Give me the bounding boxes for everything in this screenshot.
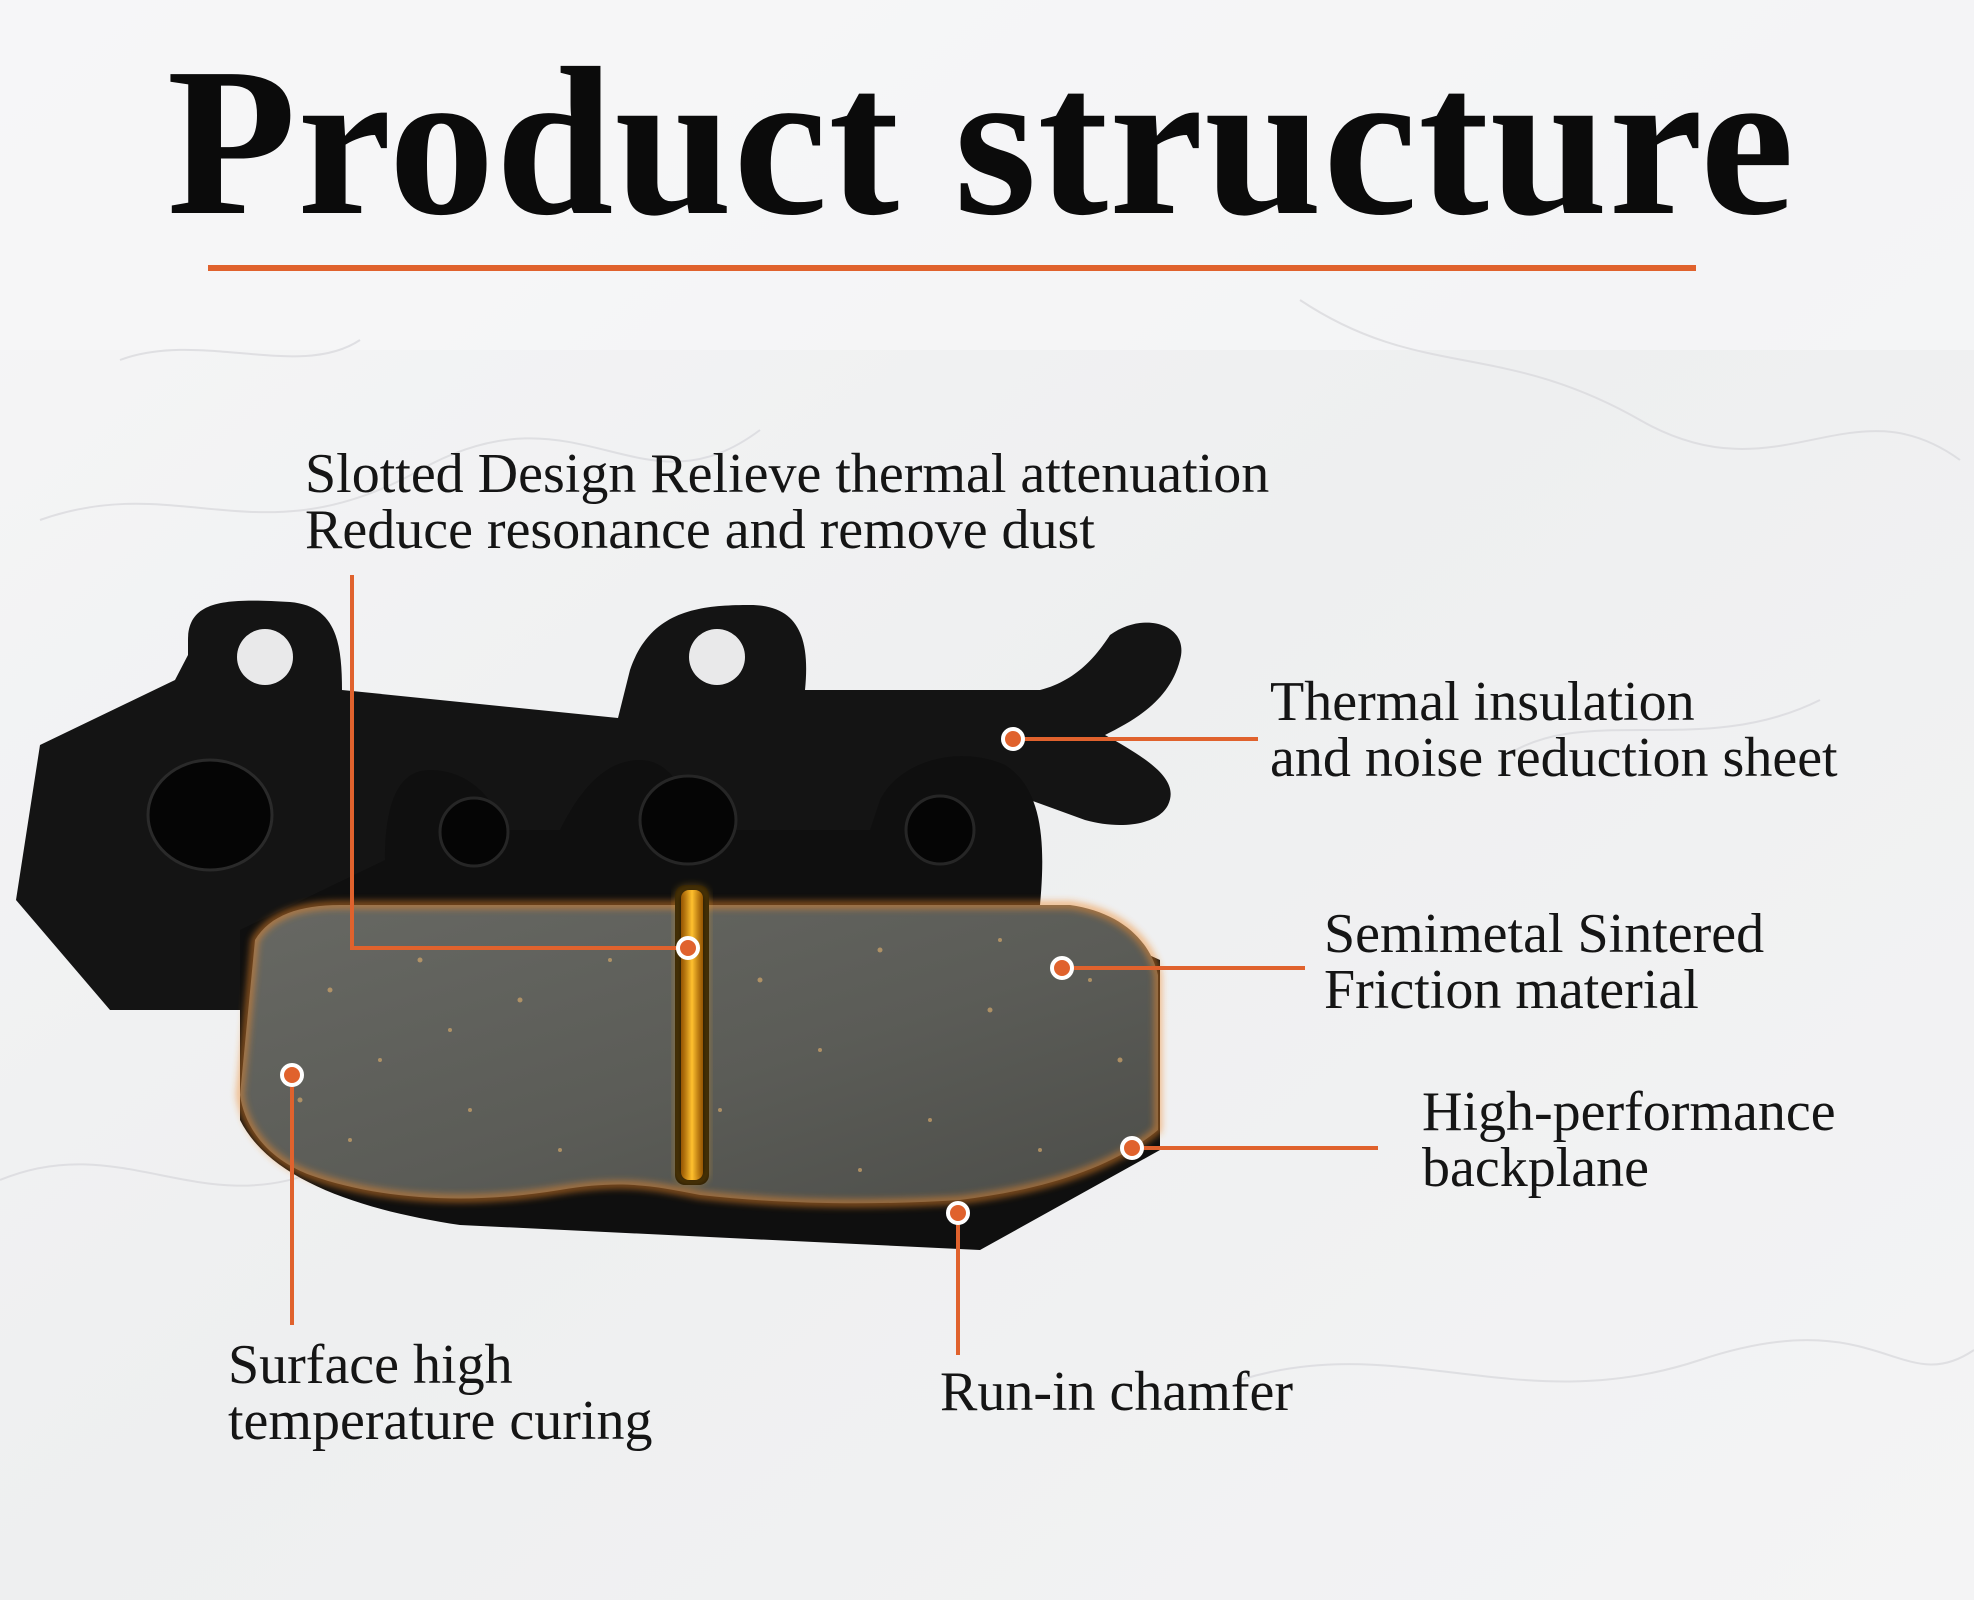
page-title: Product structure bbox=[166, 24, 1796, 259]
label-thermal-insulation: Thermal insulation and noise reduction s… bbox=[1270, 674, 1838, 786]
label-surface-curing: Surface high temperature curing bbox=[228, 1337, 652, 1449]
backplane-marker bbox=[1120, 1136, 1144, 1160]
label-backplane: High-performance backplane bbox=[1422, 1084, 1836, 1196]
label-semimetal-friction: Semimetal Sintered Friction material bbox=[1324, 906, 1764, 1018]
label-insulation-line1: Thermal insulation bbox=[1270, 671, 1695, 733]
insulation-marker bbox=[1001, 727, 1025, 751]
slotted-leader bbox=[350, 575, 688, 950]
label-run-in-chamfer: Run-in chamfer bbox=[940, 1364, 1293, 1420]
label-semimetal-line2: Friction material bbox=[1324, 959, 1699, 1021]
title-underline bbox=[208, 265, 1696, 271]
semimetal-marker bbox=[1050, 956, 1074, 980]
label-slotted-design: Slotted Design Relieve thermal attenuati… bbox=[305, 446, 1269, 558]
label-backplane-line2: backplane bbox=[1422, 1137, 1649, 1199]
label-slotted-line1: Slotted Design Relieve thermal attenuati… bbox=[305, 443, 1270, 505]
slotted-marker bbox=[676, 936, 700, 960]
label-surface-line1: Surface high bbox=[228, 1334, 513, 1396]
label-semimetal-line1: Semimetal Sintered bbox=[1324, 903, 1765, 965]
label-chamfer-line1: Run-in chamfer bbox=[940, 1361, 1293, 1423]
label-surface-line2: temperature curing bbox=[228, 1390, 653, 1452]
label-insulation-line2: and noise reduction sheet bbox=[1270, 727, 1838, 789]
label-backplane-line1: High-performance bbox=[1422, 1081, 1836, 1143]
center-slot bbox=[675, 885, 709, 1185]
label-slotted-line2: Reduce resonance and remove dust bbox=[305, 499, 1095, 561]
surface-marker bbox=[280, 1063, 304, 1087]
chamfer-marker bbox=[946, 1201, 970, 1225]
